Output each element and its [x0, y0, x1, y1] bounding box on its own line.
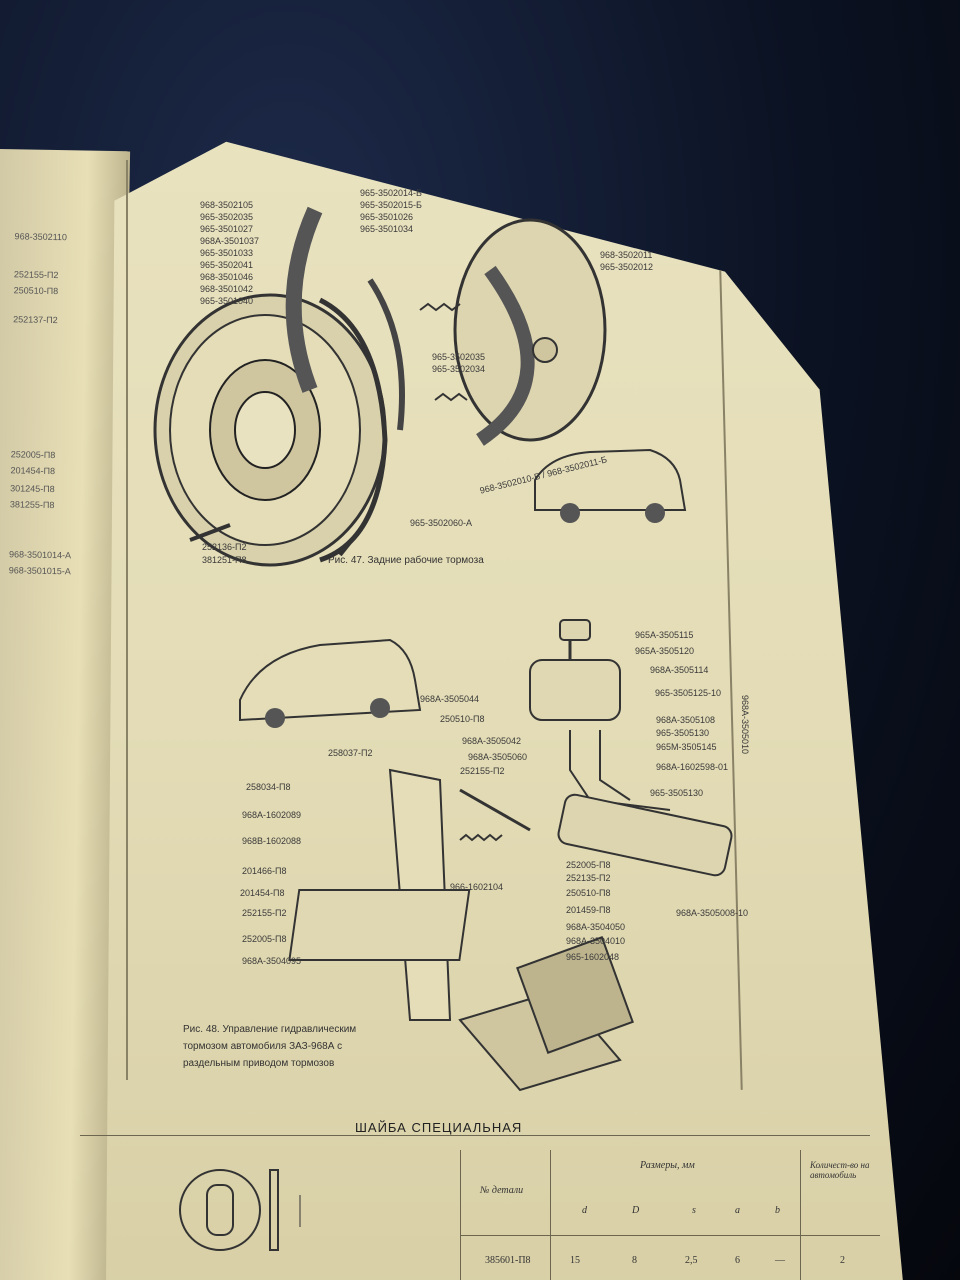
fig48-label: 965-3505130 [650, 788, 704, 798]
fig48-label: 968А-3504010 [566, 936, 626, 946]
fig47-label: 965-3501040 [200, 296, 254, 306]
fig48-label: 968А-3505108 [656, 715, 716, 725]
fig47-label: 965-3502034 [432, 364, 486, 374]
washer-drawing [179, 1169, 301, 1251]
fig48-label: 965А-3505120 [635, 646, 695, 656]
section-title: ШАЙБА СПЕЦИАЛЬНАЯ [355, 1120, 523, 1135]
fig48-label: 258034-П8 [246, 782, 291, 792]
fig48-caption: тормозом автомобиля ЗАЗ-968А с [183, 1041, 343, 1052]
fig47-label: 965-3502015-Б [360, 200, 422, 210]
fig48-label: 965-3505125-10 [655, 688, 722, 698]
fig48-label: 968А-3505060 [468, 752, 528, 762]
fig48-label: 258037-П2 [328, 748, 373, 758]
dim-D: D [632, 1205, 640, 1216]
row-qty: 2 [840, 1255, 845, 1266]
fig47-label: 965-3502041 [200, 260, 254, 270]
fig48-caption: раздельным приводом тормозов [183, 1058, 335, 1069]
fig48-label: 966-1602104 [450, 882, 504, 892]
table-header-part: № детали [480, 1185, 524, 1196]
left-label: 968-3501014-А [8, 549, 72, 561]
fig47-label: 968-3502011 [600, 250, 653, 260]
table-rule [460, 1150, 461, 1280]
left-label: 301245-П8 [10, 483, 55, 495]
dim-s: s [692, 1205, 696, 1216]
fig48-label: 201459-П8 [566, 905, 611, 915]
fig48-label: 968В-1602088 [242, 836, 302, 846]
fig48-label: 965М-3505145 [656, 742, 717, 752]
fig47-label: 252136-П2 [202, 542, 247, 552]
table-rule [80, 1135, 870, 1136]
fig48-label: 968А-3505044 [420, 694, 480, 704]
parts-table: № детали Размеры, мм Количест-во на авто… [80, 1135, 880, 1280]
row-b: — [775, 1255, 785, 1266]
row-s: 2,5 [685, 1255, 698, 1266]
fig48-label: 965А-3505115 [635, 630, 694, 640]
fig47-label: 968-3502105 [200, 200, 254, 210]
fig47-label: 965-3502035 [432, 352, 486, 362]
dim-d: d [582, 1205, 587, 1216]
fig48-label: 252005-П8 [242, 934, 287, 944]
fig48-label: 252135-П2 [566, 873, 611, 883]
left-label: 252005-П8 [10, 449, 56, 461]
fig47-caption: Рис. 47. Задние рабочие тормоза [328, 555, 484, 566]
fig47-label: 965-3502014-Б [360, 188, 422, 198]
fig48-label: 968А-1602598-01 [656, 762, 729, 772]
fig48-label: 201466-П8 [242, 866, 287, 876]
dim-b: b [775, 1205, 780, 1216]
fig48-label: 968А-1602089 [242, 810, 302, 820]
fig48-label: 968А-3504050 [566, 922, 626, 932]
fig47-label: 965-3501026 [360, 212, 414, 222]
fig48-label: 965-3505130 [656, 728, 710, 738]
left-label: 968-3501015-А [8, 565, 71, 577]
table-rule [460, 1235, 880, 1236]
fig47-label: 965-3502060-А [410, 518, 473, 528]
fig48-label: 968А-3505008-10 [676, 908, 749, 918]
fig48-vertical-label: 968А-3505010 [740, 695, 750, 755]
table-header-dims: Размеры, мм [640, 1160, 695, 1171]
fig48-label: 968А-3505114 [650, 665, 709, 675]
fig48-caption: Рис. 48. Управление гидравлическим [183, 1024, 357, 1035]
fig48-label: 252155-П2 [460, 766, 505, 776]
figure-48-drawing [239, 619, 733, 1092]
left-label: 968-3502110 [14, 231, 68, 243]
fig48-label: 201454-П8 [240, 888, 285, 898]
left-label: 201454-П8 [10, 465, 56, 477]
row-a: 6 [735, 1255, 740, 1266]
row-part-number: 385601-П8 [485, 1255, 531, 1266]
fig48-label: 965-1602048 [566, 952, 620, 962]
fig48-label: 252005-П8 [566, 860, 611, 870]
fig47-label: 968-3501046 [200, 272, 254, 282]
left-label: 381255-П8 [9, 499, 55, 511]
table-header-qty: Количест-во на автомобиль [810, 1160, 870, 1180]
fig47-label: 965-3502035 [200, 212, 254, 222]
left-label: 252155-П2 [13, 269, 59, 281]
figure-47-drawing [153, 206, 687, 567]
page-frame-left [126, 160, 128, 1080]
fig47-label: 965-3501033 [200, 248, 254, 258]
fig48-label: 250510-П8 [440, 714, 485, 724]
left-label: 252137-П2 [13, 314, 58, 326]
row-d: 15 [570, 1255, 580, 1266]
fig48-label: 968А-3505042 [462, 736, 522, 746]
fig48-label: 252155-П2 [242, 908, 287, 918]
row-D: 8 [632, 1255, 637, 1266]
fig47-label: 968A-3501037 [200, 236, 260, 246]
left-label: 250510-П8 [13, 285, 59, 297]
fig47-label: 965-3501034 [360, 224, 414, 234]
fig47-label: 381251-П8 [202, 555, 247, 565]
fig48-label: 968А-3504095 [242, 956, 302, 966]
dim-a: a [735, 1205, 740, 1216]
fig48-label: 250510-П8 [566, 888, 611, 898]
fig47-label: 968-3501042 [200, 284, 254, 294]
table-rule [800, 1150, 801, 1280]
fig47-label: 965-3502012 [600, 262, 654, 272]
fig47-label: 965-3501027 [200, 224, 254, 234]
table-rule [550, 1150, 551, 1280]
